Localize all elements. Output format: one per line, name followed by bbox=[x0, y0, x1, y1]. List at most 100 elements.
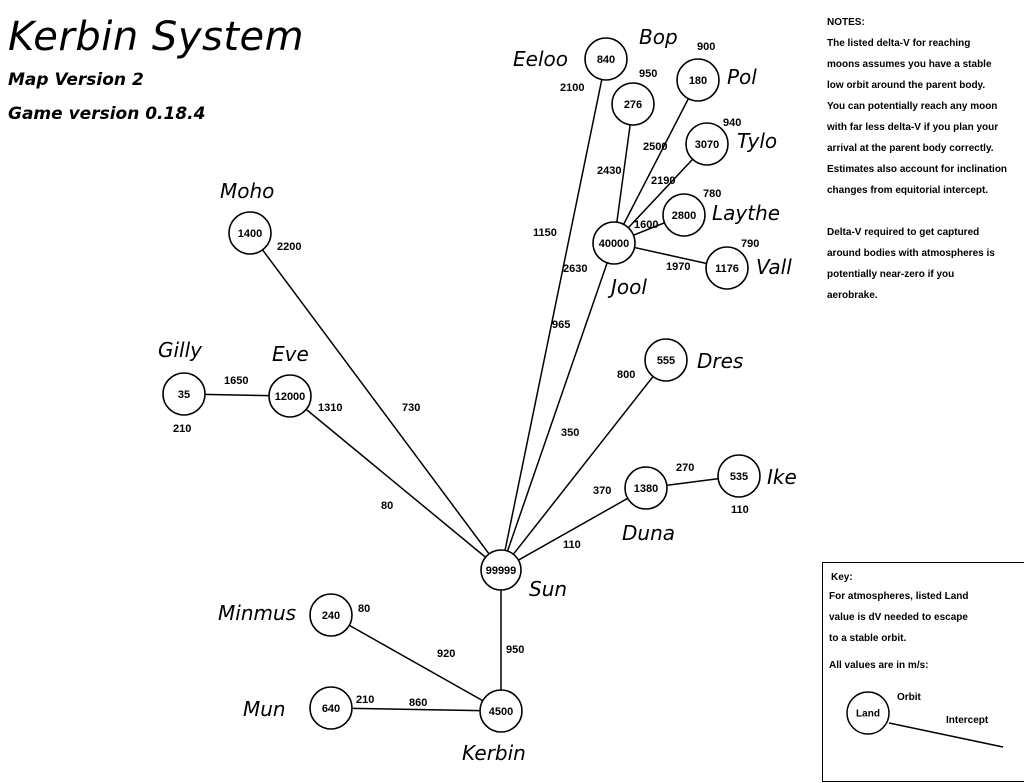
intercept-dv-moho: 730 bbox=[402, 402, 420, 414]
land-dv-value: 40000 bbox=[599, 238, 630, 250]
body-circle bbox=[228, 211, 272, 255]
notes-line: Delta-V required to get captured bbox=[827, 227, 980, 238]
intercept-dv-vall: 1970 bbox=[666, 261, 690, 273]
land-dv-value: 2800 bbox=[672, 210, 696, 222]
legend-key-box: Key: For atmospheres, listed Land value … bbox=[822, 562, 1024, 782]
orbit-dv-eve: 1310 bbox=[318, 402, 342, 414]
land-dv-value: 276 bbox=[624, 99, 642, 111]
edge-sun-eeloo bbox=[500, 58, 607, 571]
body-node-jool: 40000 bbox=[592, 221, 636, 265]
notes-line: arrival at the parent body correctly. bbox=[827, 143, 994, 154]
body-name-minmus: Minmus bbox=[218, 601, 296, 625]
notes-panel: NOTES: The listed delta-V for reaching m… bbox=[827, 12, 1024, 306]
game-version: Game version 0.18.4 bbox=[8, 104, 206, 124]
body-circle bbox=[309, 593, 353, 637]
notes-line: The listed delta-V for reaching bbox=[827, 38, 971, 49]
land-dv-value: 1176 bbox=[715, 263, 739, 275]
intercept-dv-eeloo: 1150 bbox=[533, 227, 557, 239]
body-node-bop: 276 bbox=[611, 82, 655, 126]
body-name-sun: Sun bbox=[529, 577, 567, 601]
body-node-ike: 535 bbox=[717, 454, 761, 498]
orbit-dv-pol: 900 bbox=[697, 41, 715, 53]
body-circle bbox=[662, 193, 706, 237]
body-name-duna: Duna bbox=[622, 521, 675, 545]
edge-jool-tylo bbox=[613, 143, 708, 244]
body-node-duna: 1380 bbox=[624, 466, 668, 510]
body-circle bbox=[584, 37, 628, 81]
body-node-laythe: 2800 bbox=[662, 193, 706, 237]
edge-sun-moho bbox=[249, 232, 502, 571]
orbit-dv-ike: 110 bbox=[731, 504, 749, 516]
key-line: value is dV needed to escape bbox=[829, 612, 968, 623]
body-circle bbox=[162, 372, 206, 416]
body-circle bbox=[705, 246, 749, 290]
land-dv-value: 1400 bbox=[238, 228, 262, 240]
orbit-dv-laythe: 780 bbox=[703, 188, 721, 200]
body-circle bbox=[624, 466, 668, 510]
key-line: For atmospheres, listed Land bbox=[829, 591, 969, 602]
body-node-minmus: 240 bbox=[309, 593, 353, 637]
edge-sun-dres bbox=[500, 359, 667, 571]
key-intercept-label: Intercept bbox=[946, 715, 989, 726]
key-line: to a stable orbit. bbox=[829, 633, 907, 644]
intercept-dv-ike: 270 bbox=[676, 462, 694, 474]
edge-jool-pol bbox=[613, 79, 699, 244]
notes-line: changes from equitorial intercept. bbox=[827, 185, 989, 196]
body-node-vall: 1176 bbox=[705, 246, 749, 290]
land-dv-value: 99999 bbox=[486, 565, 517, 577]
orbit-dv-dres: 800 bbox=[617, 369, 635, 381]
key-intercept-line bbox=[888, 722, 1004, 748]
edge-kerbin-mun bbox=[330, 707, 502, 712]
land-dv-value: 180 bbox=[689, 75, 707, 87]
intercept-dv-laythe: 1600 bbox=[634, 219, 658, 231]
intercept-dv-kerbin: 950 bbox=[506, 644, 524, 656]
body-node-mun: 640 bbox=[309, 686, 353, 730]
notes-line: with far less delta-V if you plan your bbox=[827, 122, 999, 133]
orbit-dv-mun: 210 bbox=[356, 694, 374, 706]
body-name-moho: Moho bbox=[220, 179, 274, 203]
intercept-dv-pol: 2500 bbox=[643, 141, 667, 153]
intercept-dv-jool: 965 bbox=[552, 319, 570, 331]
body-name-laythe: Laythe bbox=[712, 201, 780, 225]
orbit-dv-tylo: 940 bbox=[723, 117, 741, 129]
edge-jool-bop bbox=[613, 103, 634, 244]
body-name-tylo: Tylo bbox=[737, 129, 777, 153]
intercept-dv-dres: 350 bbox=[561, 427, 579, 439]
intercept-dv-duna: 110 bbox=[563, 539, 581, 551]
body-node-pol: 180 bbox=[676, 58, 720, 102]
edge-sun-jool bbox=[500, 242, 615, 571]
orbit-dv-bop: 950 bbox=[639, 68, 657, 80]
key-diagram: Land Orbit Intercept bbox=[846, 691, 1004, 748]
land-dv-value: 640 bbox=[322, 703, 340, 715]
body-name-mun: Mun bbox=[243, 697, 286, 721]
notes-line: moons assumes you have a stable bbox=[827, 59, 992, 70]
body-name-eeloo: Eeloo bbox=[513, 47, 568, 71]
intercept-dv-mun: 860 bbox=[409, 697, 427, 709]
body-node-sun: 99999 bbox=[480, 549, 522, 591]
land-dv-value: 4500 bbox=[489, 706, 513, 718]
body-name-jool: Jool bbox=[607, 275, 647, 299]
body-node-kerbin: 4500 bbox=[479, 689, 523, 733]
notes-line: You can potentially reach any moon bbox=[827, 101, 998, 112]
land-dv-value: 3070 bbox=[695, 139, 719, 151]
orbit-dv-moho: 2200 bbox=[277, 241, 301, 253]
orbit-dv-vall: 790 bbox=[741, 238, 759, 250]
body-circle bbox=[268, 374, 312, 418]
edge-kerbin-minmus bbox=[330, 614, 502, 712]
intercept-dv-bop: 2430 bbox=[597, 165, 621, 177]
body-node-tylo: 3070 bbox=[685, 122, 729, 166]
orbit-dv-duna: 370 bbox=[593, 485, 611, 497]
body-circle bbox=[479, 689, 523, 733]
intercept-dv-gilly: 1650 bbox=[224, 375, 248, 387]
orbit-dv-minmus: 80 bbox=[358, 603, 370, 615]
body-name-vall: Vall bbox=[756, 255, 792, 279]
notes-line: around bodies with atmospheres is bbox=[827, 248, 995, 259]
body-circle bbox=[480, 549, 522, 591]
notes-line: potentially near-zero if you bbox=[827, 269, 955, 280]
edge-sun-duna bbox=[500, 487, 647, 571]
body-node-eeloo: 840 bbox=[584, 37, 628, 81]
body-name-pol: Pol bbox=[727, 65, 757, 89]
body-circle bbox=[644, 338, 688, 382]
orbit-dv-jool: 2630 bbox=[563, 263, 587, 275]
intercept-dv-tylo: 2190 bbox=[651, 175, 675, 187]
